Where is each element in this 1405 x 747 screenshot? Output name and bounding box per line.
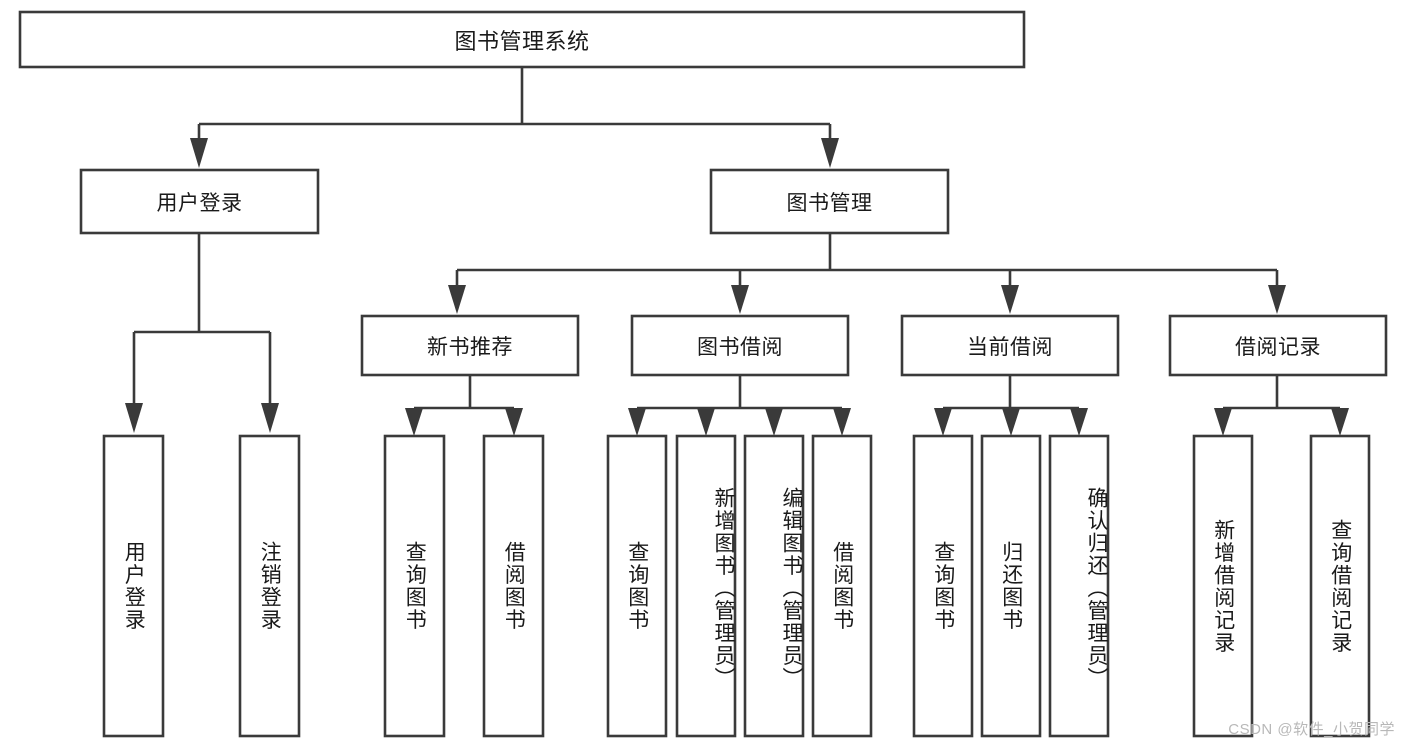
node-book-manage-box[interactable]	[709, 168, 950, 235]
node-leaf-4-box[interactable]	[482, 434, 545, 738]
node-new-book-rec-box[interactable]	[360, 314, 580, 377]
arrow-book-borrow-to-leaf-7	[765, 408, 783, 436]
arrow-current-borrow-to-leaf-11	[1070, 408, 1088, 436]
node-user-login-box[interactable]	[79, 168, 320, 235]
arrow-current-borrow-to-leaf-9	[934, 408, 952, 436]
node-leaf-13-box[interactable]	[1309, 434, 1371, 738]
arrow-user-login-to-leaf-2	[261, 403, 279, 433]
arrow-borrow-record-to-leaf-13	[1331, 408, 1349, 436]
node-leaf-6-box[interactable]	[675, 434, 737, 738]
node-current-borrow-box[interactable]	[900, 314, 1120, 377]
arrow-book-borrow-to-leaf-5	[628, 408, 646, 436]
arrow-root-to-book-manage	[821, 138, 839, 168]
arrow-book-manage-to-book-borrow	[731, 285, 749, 314]
node-leaf-12-box[interactable]	[1192, 434, 1254, 738]
node-leaf-9-box[interactable]	[912, 434, 974, 738]
arrow-book-borrow-to-leaf-8	[833, 408, 851, 436]
arrow-current-borrow-to-leaf-10	[1002, 408, 1020, 436]
node-leaf-2-box[interactable]	[238, 434, 301, 738]
node-book-borrow-box[interactable]	[630, 314, 850, 377]
node-leaf-7-box[interactable]	[743, 434, 805, 738]
arrow-root-to-user-login	[190, 138, 208, 168]
arrow-book-manage-to-borrow-record	[1268, 285, 1286, 314]
arrow-borrow-record-to-leaf-12	[1214, 408, 1232, 436]
arrow-user-login-to-leaf-1	[125, 403, 143, 433]
arrow-new-book-rec-to-leaf-3	[405, 408, 423, 436]
node-leaf-11-box[interactable]	[1048, 434, 1110, 738]
node-root-box[interactable]	[18, 10, 1026, 69]
arrow-book-borrow-to-leaf-6	[697, 408, 715, 436]
arrow-book-manage-to-current-borrow	[1001, 285, 1019, 314]
node-leaf-8-box[interactable]	[811, 434, 873, 738]
arrow-book-manage-to-new-book-rec	[448, 285, 466, 314]
node-borrow-record-box[interactable]	[1168, 314, 1388, 377]
node-leaf-5-box[interactable]	[606, 434, 668, 738]
node-leaf-10-box[interactable]	[980, 434, 1042, 738]
arrow-new-book-rec-to-leaf-4	[505, 408, 523, 436]
node-leaf-1-box[interactable]	[102, 434, 165, 738]
node-leaf-3-box[interactable]	[383, 434, 446, 738]
